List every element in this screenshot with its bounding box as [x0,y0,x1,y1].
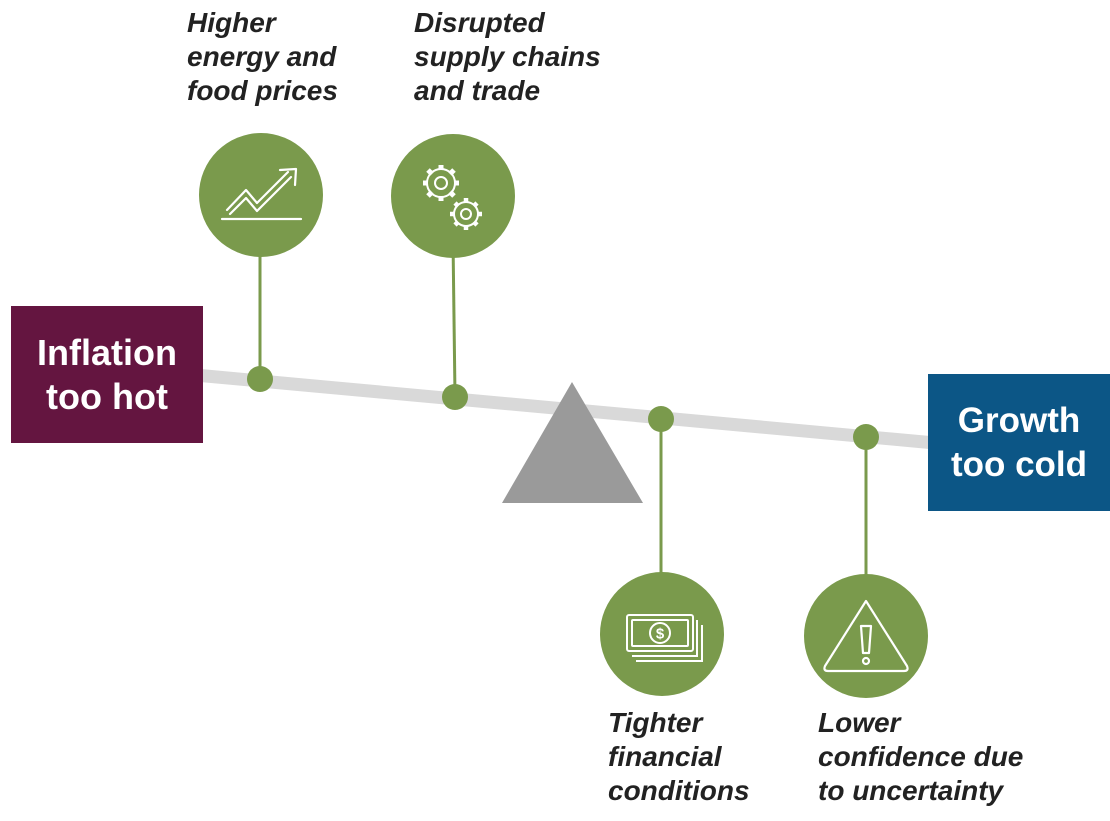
trending-up-chart-icon [199,133,323,257]
inflation-too-hot-label: Inflation too hot [37,331,177,417]
lower-confidence-caption: Lower confidence due to uncertainty [818,707,1024,806]
gears-icon [391,134,515,258]
banknote-icon: $ [600,572,724,696]
growth-too-cold-label: Growth too cold [950,400,1088,484]
beam-dot-energy [247,366,273,392]
financial-conditions-caption: Tighter financial conditions [608,707,750,806]
beam-dot-supply [442,384,468,410]
connector-supply [451,239,457,397]
energy-food-prices-caption: Higher energy and food prices [187,7,338,106]
fulcrum-triangle [502,382,643,503]
growth-too-cold-box: Growth too cold [928,374,1110,511]
svg-text:$: $ [656,626,665,643]
inflation-too-hot-box: Inflation too hot [11,306,203,443]
beam-dot-financial [648,406,674,432]
warning-icon [804,574,928,698]
supply-chains-caption: Disrupted supply chains and trade [414,7,601,106]
beam-dot-confidence [853,424,879,450]
